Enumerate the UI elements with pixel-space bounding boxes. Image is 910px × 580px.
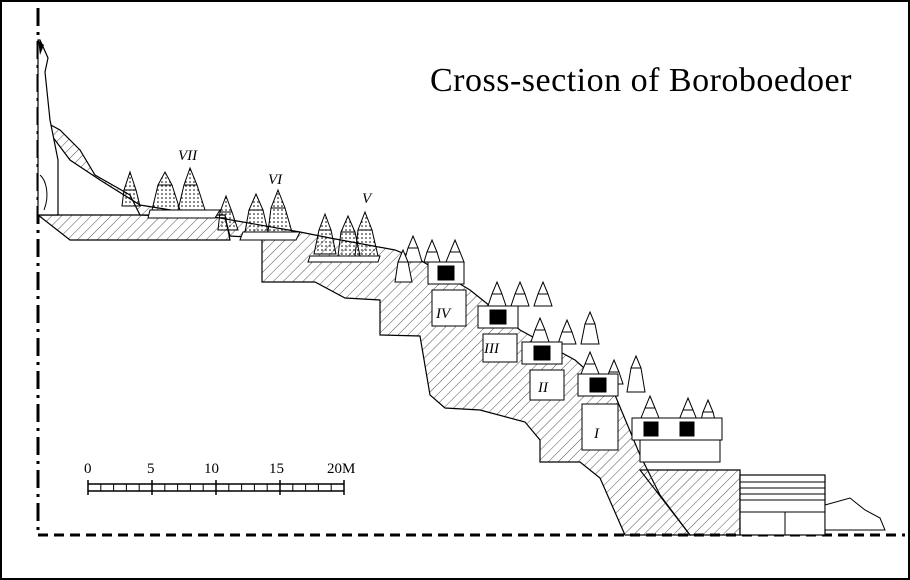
main-stupa-spire bbox=[37, 39, 59, 216]
terrace-label-6: VI bbox=[268, 172, 283, 188]
scale-bar-minor-ticks bbox=[100, 484, 332, 491]
base-platform bbox=[739, 474, 886, 536]
scale-label-10: 10 bbox=[204, 461, 219, 477]
terrace-label-4: IV bbox=[435, 306, 452, 322]
stupa bbox=[121, 170, 141, 207]
gallery-niches bbox=[427, 261, 723, 463]
niche bbox=[431, 289, 467, 327]
terrace-label-7: VII bbox=[178, 148, 198, 164]
scale-label-15: 15 bbox=[269, 461, 284, 477]
terrace-label-3: III bbox=[483, 341, 500, 357]
stupa bbox=[487, 280, 507, 307]
scale-label-20m: 20M bbox=[327, 461, 355, 477]
upper-terrace-slab bbox=[36, 214, 231, 241]
stupa bbox=[217, 194, 239, 231]
terrace-label-2: II bbox=[537, 380, 549, 396]
stupa bbox=[313, 212, 337, 255]
terrace-label-5: V bbox=[362, 191, 373, 207]
stupa bbox=[403, 234, 423, 263]
round-terrace-stupas bbox=[121, 166, 381, 263]
diagram-title: Cross-section of Boroboedoer bbox=[430, 62, 852, 99]
niche bbox=[581, 403, 619, 451]
scale-label-5: 5 bbox=[147, 461, 155, 477]
stupa bbox=[445, 238, 465, 263]
scale-label-0: 0 bbox=[84, 461, 92, 477]
scale-bar: 0 5 10 15 20M bbox=[84, 461, 355, 495]
stupa bbox=[580, 310, 600, 345]
niche bbox=[482, 333, 518, 363]
stupa bbox=[678, 396, 698, 421]
stupa bbox=[580, 350, 600, 375]
niche bbox=[529, 369, 565, 401]
terrace-label-1: I bbox=[593, 426, 600, 442]
stupa bbox=[626, 354, 646, 393]
stupa bbox=[533, 280, 553, 307]
stupa bbox=[510, 280, 530, 307]
stupa bbox=[640, 394, 660, 419]
stupa bbox=[530, 316, 550, 343]
stupa bbox=[177, 166, 206, 211]
stupa bbox=[147, 170, 221, 219]
stupa bbox=[354, 210, 379, 257]
niche bbox=[639, 439, 721, 463]
gallery-stupas bbox=[394, 234, 718, 429]
stupa bbox=[557, 318, 577, 345]
stupa bbox=[423, 238, 441, 263]
stupa bbox=[394, 248, 413, 283]
stupa bbox=[267, 188, 293, 233]
